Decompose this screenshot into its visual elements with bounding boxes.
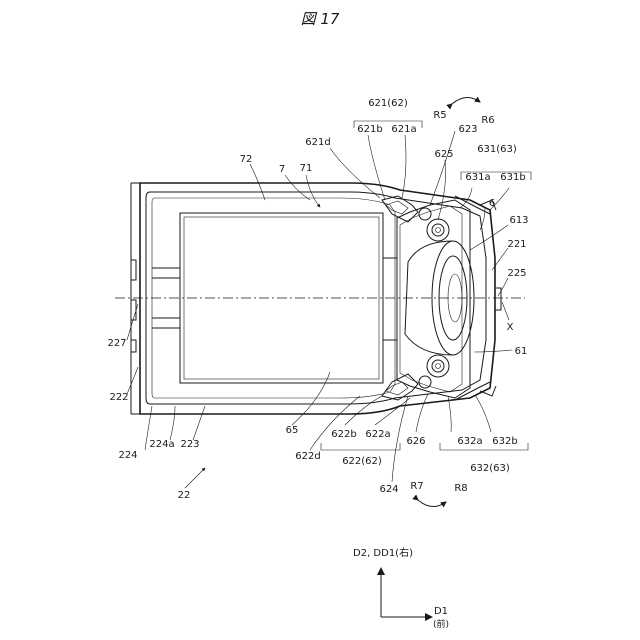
label-623: 623 [458, 124, 477, 135]
label-622a: 622a [365, 429, 390, 440]
axis-d1-label: D1 [434, 606, 448, 617]
label-72: 72 [240, 154, 253, 165]
rotation-arrows-top [452, 97, 480, 104]
label-632a: 632a [457, 436, 482, 447]
axis-d2-label: D2, DD1(右) [353, 546, 413, 559]
label-71: 71 [300, 163, 313, 174]
label-225: 225 [507, 268, 526, 279]
label-622d: 622d [295, 451, 320, 462]
label-22: 22 [178, 490, 191, 501]
label-7: 7 [279, 164, 285, 175]
label-621a: 621a [391, 124, 416, 135]
label-622b: 622b [331, 429, 356, 440]
label-621d: 621d [305, 137, 330, 148]
label-6: 6 [489, 198, 495, 209]
label-622-62: 622(62) [342, 456, 382, 467]
axis-d1-sub: (前) [433, 618, 449, 630]
label-624: 624 [379, 484, 398, 495]
label-x: X [507, 322, 514, 333]
label-r5: R5 [433, 110, 446, 121]
label-632-63: 632(63) [470, 463, 510, 474]
label-223: 223 [180, 439, 199, 450]
label-brackets [321, 121, 531, 450]
label-r8: R8 [454, 483, 467, 494]
label-224a: 224a [149, 439, 174, 450]
label-65: 65 [286, 425, 299, 436]
label-621b: 621b [357, 124, 382, 135]
label-227: 227 [107, 338, 126, 349]
label-224: 224 [118, 450, 137, 461]
label-631-63: 631(63) [477, 144, 517, 155]
label-632b: 632b [492, 436, 517, 447]
label-621-62: 621(62) [368, 98, 408, 109]
housing-left-side [131, 183, 140, 414]
label-631b: 631b [500, 172, 525, 183]
label-r6: R6 [481, 115, 494, 126]
figure-title: 図 17 [301, 10, 340, 28]
part-labels: 621(62) 621b 621a R5 R6 623 621d 625 631… [107, 98, 528, 501]
label-631a: 631a [465, 172, 490, 183]
label-222: 222 [109, 392, 128, 403]
lens-bracket [383, 200, 470, 398]
label-221: 221 [507, 239, 526, 250]
housing-outer-shell [140, 183, 495, 414]
direction-axes: D2, DD1(右) D1 (前) [353, 546, 449, 630]
rotation-arrows-bottom [418, 500, 446, 507]
label-626: 626 [406, 436, 425, 447]
label-r7: R7 [410, 481, 423, 492]
label-613: 613 [509, 215, 528, 226]
label-61: 61 [515, 346, 528, 357]
leader-lines [127, 131, 512, 488]
label-625: 625 [434, 149, 453, 160]
